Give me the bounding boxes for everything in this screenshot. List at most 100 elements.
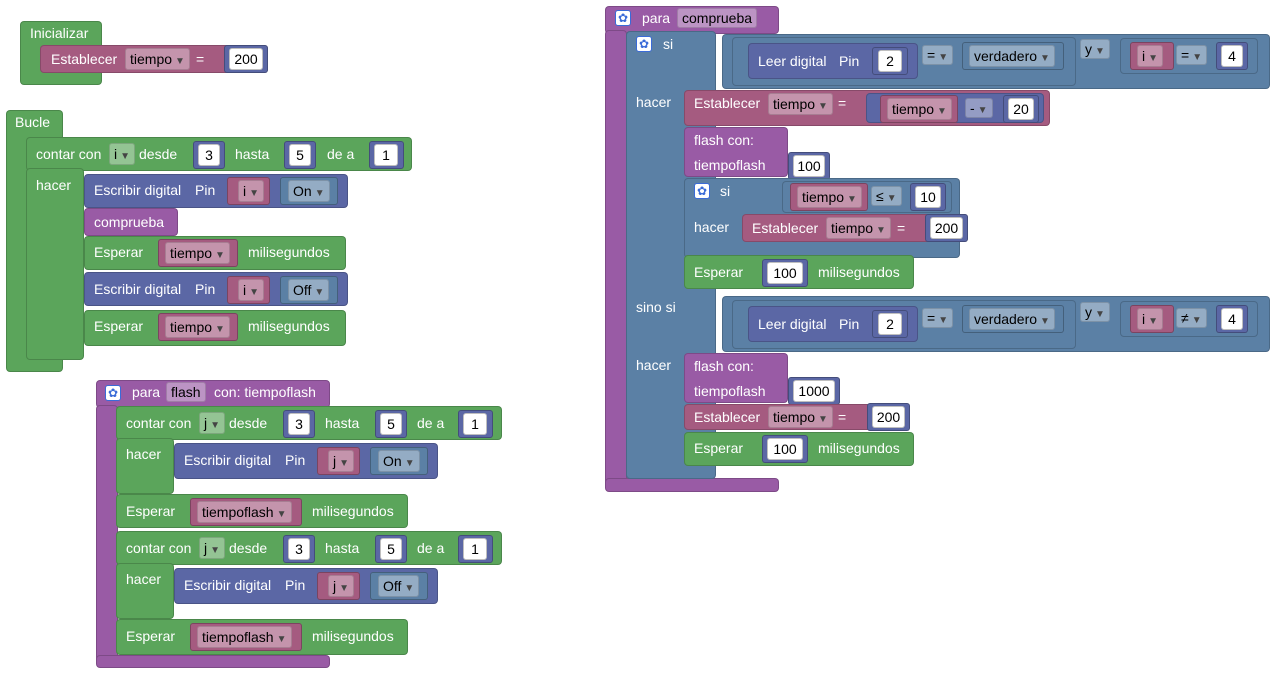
to-value[interactable]: 5	[380, 538, 402, 560]
pin-label: Pin	[839, 53, 860, 69]
var-dropdown-tiempo[interactable]: tiempo▼	[165, 242, 230, 264]
proc-name-field[interactable]: comprueba	[677, 8, 758, 28]
op-dropdown-neq[interactable]: ≠▼	[1176, 308, 1207, 328]
var-dropdown-tiempo[interactable]: tiempo▼	[165, 316, 230, 338]
bool-dropdown[interactable]: verdadero▼	[969, 45, 1055, 67]
var-dropdown-i[interactable]: i▼	[1137, 45, 1164, 67]
var-dropdown-tiempo[interactable]: tiempo▼	[826, 217, 891, 239]
reset-value[interactable]: 200	[930, 217, 963, 239]
step-value[interactable]: 1	[374, 144, 398, 166]
write-label: Escribir digital	[94, 281, 182, 297]
proc-name-field[interactable]: flash	[166, 382, 206, 402]
op-dropdown-le[interactable]: ≤▼	[871, 186, 902, 206]
pin-label: Pin	[195, 182, 216, 198]
op-dropdown-and[interactable]: y▼	[1080, 302, 1110, 322]
to-value[interactable]: 5	[380, 413, 402, 435]
step-label: de a	[417, 415, 445, 431]
var-dropdown-i[interactable]: i▼	[238, 180, 265, 202]
wait-label: Esperar	[94, 244, 144, 260]
to-value[interactable]: 5	[289, 144, 311, 166]
proc-for-label: para	[642, 10, 671, 26]
gear-icon[interactable]: ✿	[636, 36, 652, 52]
count-label: contar con	[36, 146, 102, 162]
i-compare-value[interactable]: 4	[1221, 308, 1243, 330]
var-dropdown-tiempo[interactable]: tiempo▼	[768, 93, 833, 115]
ms-label: milisegundos	[818, 440, 900, 456]
step-label: de a	[327, 146, 355, 162]
ms-label: milisegundos	[248, 244, 330, 260]
op-dropdown-and[interactable]: y▼	[1080, 39, 1110, 59]
call-flash-block[interactable]	[684, 127, 788, 177]
var-dropdown-i[interactable]: i▼	[109, 143, 136, 165]
i-compare-value[interactable]: 4	[1221, 45, 1243, 67]
state-dropdown-on[interactable]: On▼	[288, 180, 330, 202]
arg-label: tiempoflash	[694, 383, 766, 399]
var-dropdown-tiempo[interactable]: tiempo▼	[887, 98, 952, 120]
set-label: Establecer	[51, 51, 118, 67]
call-label: flash con:	[694, 132, 754, 148]
state-dropdown-off[interactable]: Off▼	[378, 575, 420, 597]
var-dropdown-j[interactable]: j▼	[328, 575, 355, 597]
value-200[interactable]: 200	[229, 48, 263, 70]
call-flash-block[interactable]	[684, 353, 788, 403]
step-value[interactable]: 1	[463, 413, 487, 435]
write-label: Escribir digital	[184, 577, 272, 593]
gear-icon[interactable]: ✿	[105, 385, 121, 401]
wait-label: Esperar	[694, 440, 744, 456]
from-value[interactable]: 3	[288, 538, 310, 560]
var-dropdown-i[interactable]: i▼	[1137, 308, 1164, 330]
state-dropdown-off[interactable]: Off▼	[288, 279, 330, 301]
proc-for-label: para	[132, 384, 161, 400]
var-dropdown-tiempo[interactable]: tiempo▼	[768, 406, 833, 428]
var-dropdown-j[interactable]: j▼	[328, 450, 355, 472]
count-label: contar con	[126, 415, 192, 431]
var-dropdown-j[interactable]: j▼	[199, 537, 226, 559]
flash-arg-value[interactable]: 1000	[793, 380, 835, 402]
from-value[interactable]: 3	[198, 144, 220, 166]
gear-icon[interactable]: ✿	[694, 183, 710, 199]
op-dropdown-eq[interactable]: =▼	[922, 45, 954, 65]
do-label: hacer	[126, 446, 162, 462]
from-label: desde	[139, 146, 178, 162]
write-label: Escribir digital	[94, 182, 182, 198]
wait-value[interactable]: 100	[767, 262, 803, 284]
gear-icon[interactable]: ✿	[615, 10, 631, 26]
var-dropdown-tiempo[interactable]: tiempo▼	[125, 48, 190, 70]
pin-value[interactable]: 2	[878, 50, 902, 72]
op-dropdown-minus[interactable]: -▼	[965, 98, 993, 118]
pin-label: Pin	[839, 316, 860, 332]
var-dropdown-tiempo[interactable]: tiempo▼	[797, 186, 862, 208]
to-label: hasta	[325, 415, 360, 431]
arg-label: tiempoflash	[694, 157, 766, 173]
var-dropdown-tiempoflash[interactable]: tiempoflash▼	[197, 626, 292, 648]
op-dropdown-eq[interactable]: =▼	[922, 308, 954, 328]
pin-label: Pin	[195, 281, 216, 297]
set-value[interactable]: 200	[872, 406, 905, 428]
eq-label: =	[838, 95, 847, 111]
if-label: si	[663, 36, 674, 52]
pin-value[interactable]: 2	[878, 313, 902, 335]
le-value[interactable]: 10	[915, 186, 941, 208]
eq-label: =	[838, 409, 847, 425]
else-if-label: sino si	[636, 299, 676, 315]
var-dropdown-i[interactable]: i▼	[238, 279, 265, 301]
var-dropdown-tiempoflash[interactable]: tiempoflash▼	[197, 501, 292, 523]
dec-value[interactable]: 20	[1008, 98, 1034, 120]
call-label: comprueba	[94, 214, 165, 230]
step-value[interactable]: 1	[463, 538, 487, 560]
state-dropdown-on[interactable]: On▼	[378, 450, 420, 472]
op-dropdown-eq[interactable]: =▼	[1176, 45, 1208, 65]
wait-value[interactable]: 100	[767, 438, 803, 460]
bool-dropdown[interactable]: verdadero▼	[969, 308, 1055, 330]
do-label: hacer	[636, 94, 672, 110]
from-value[interactable]: 3	[288, 413, 310, 435]
loop-title: Bucle	[15, 114, 51, 130]
flash-arg-value[interactable]: 100	[793, 155, 825, 177]
var-dropdown-j[interactable]: j▼	[199, 412, 226, 434]
ms-label: milisegundos	[312, 628, 394, 644]
from-label: desde	[229, 415, 268, 431]
proc-params-label: con: tiempoflash	[214, 384, 316, 400]
call-comprueba-block[interactable]	[84, 208, 178, 236]
init-title: Inicializar	[30, 25, 89, 41]
do-label: hacer	[126, 571, 162, 587]
